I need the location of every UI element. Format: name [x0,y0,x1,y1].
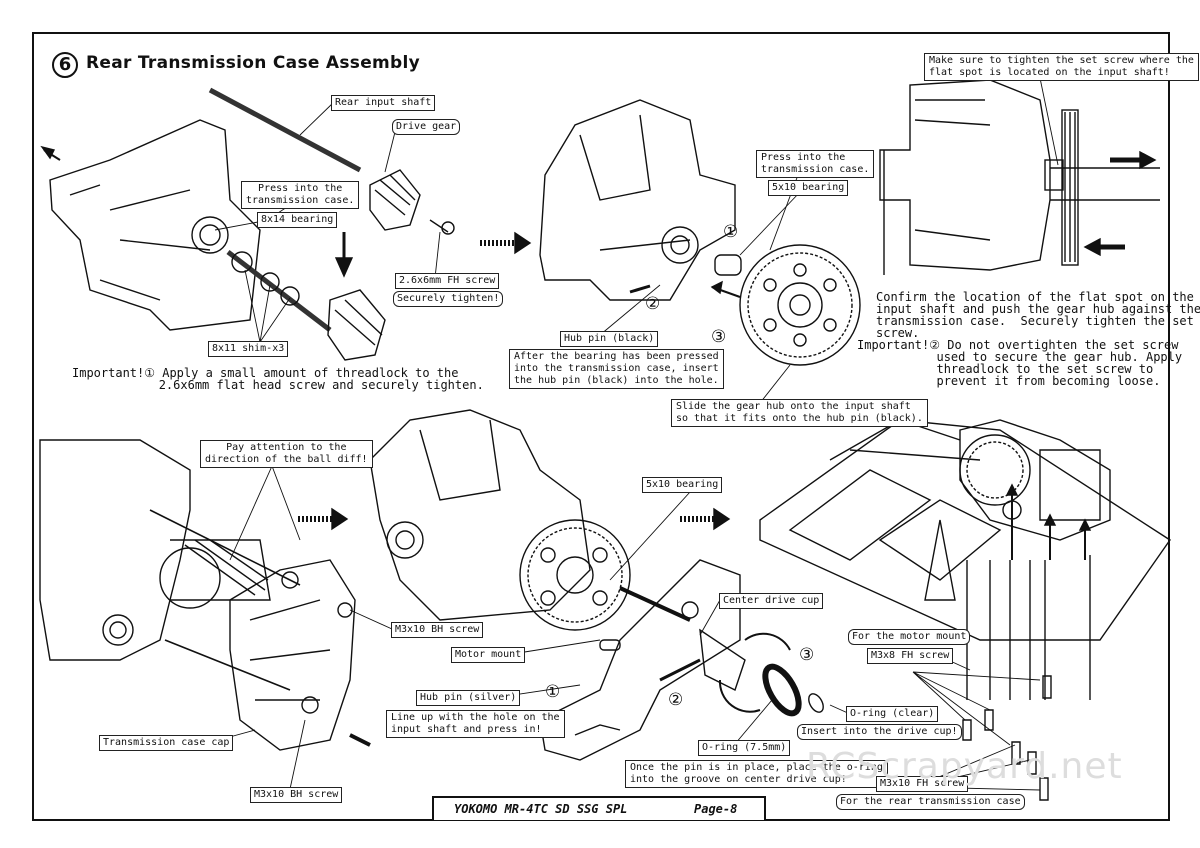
confirm-note: Confirm the location of the flat spot on… [876,290,1200,340]
flow-arrow-1 [480,231,532,255]
bearing-5x10-label-a: 5x10 bearing [768,180,849,196]
transmission-case-drawing-2 [539,99,861,366]
marker-3-top: ③ [711,327,727,347]
m3x10-fh-screw-label: M3x10 FH screw [876,776,969,792]
m3x10-bh-screw-label-1: M3x10 BH screw [391,622,484,638]
page-footer: YOKOMO MR-4TC SD SSG SPL Page-8 [432,796,766,820]
motor-mount-label: Motor mount [451,647,526,663]
footer-model: YOKOMO MR-4TC SD SSG SPL [454,802,628,816]
m3x8-fh-screw-label: M3x8 FH screw [867,648,954,664]
oring-clear-label: O-ring (clear) [846,706,939,722]
important-note-2: Important!② Do not overtighten the set s… [857,338,1183,388]
ball-diff-assembly-drawing [39,439,371,751]
marker-1-bottom: ① [545,682,561,702]
make-sure-label: Make sure to tighten the set screw where… [924,53,1199,81]
center-drive-cup-label: Center drive cup [719,593,824,609]
drive-gear-label: Drive gear [392,119,461,135]
oring-75-label: O-ring (7.5mm) [698,740,791,756]
watermark: RCScrapyard.net [806,746,1123,787]
step-title: Rear Transmission Case Assembly [86,53,421,73]
leader-lines [214,77,1059,791]
press-into-label-1: Press into the transmission case. [241,181,360,209]
bearing-8x14-label: 8x14 bearing [257,212,338,228]
insert-drive-cup-label: Insert into the drive cup! [797,724,962,740]
marker-1-top: ① [723,222,739,242]
transmission-case-drawing-1 [40,87,455,361]
motor-mount-assembly-drawing [369,409,824,761]
footer-page: Page-8 [694,802,738,816]
fh-screw-26x6-label: 2.6x6mm FH screw [395,273,500,289]
marker-2-top: ② [645,294,661,314]
once-pin-label: Once the pin is in place, place the o-ri… [625,760,888,788]
for-motor-mount-label: For the motor mount [848,629,971,645]
hub-pin-black-label: Hub pin (black) [560,331,659,347]
bearing-5x10-label-b: 5x10 bearing [642,477,723,493]
shim-8x11-label: 8x11 shim-x3 [208,341,289,357]
flow-arrow-2 [298,507,349,531]
chassis-installation-drawing [759,419,1171,801]
step-number-badge: 6 [52,52,78,78]
important-note-1: Important!① Apply a small amount of thre… [72,366,484,392]
hub-pin-silver-label: Hub pin (silver) [416,690,521,706]
slide-gear-hub-label: Slide the gear hub onto the input shaft … [671,399,928,427]
after-bearing-label: After the bearing has been pressed into … [509,349,724,389]
flow-arrow-3 [680,507,731,531]
m3x10-bh-screw-label-2: M3x10 BH screw [250,787,343,803]
pay-attention-label: Pay attention to the direction of the ba… [200,440,373,468]
line-up-label: Line up with the hole on the input shaft… [386,710,565,738]
marker-3-bottom: ③ [799,645,815,665]
transmission-case-cap-label: Transmission case cap [99,735,234,751]
for-rear-case-label: For the rear transmission case [836,794,1025,810]
rear-input-shaft-label: Rear input shaft [331,95,436,111]
press-into-label-2: Press into the transmission case. [756,150,875,178]
marker-2-bottom: ② [668,690,684,710]
securely-tighten-label: Securely tighten! [393,291,504,307]
page-frame [32,32,1170,821]
gear-hub-closeup-drawing [879,79,1160,275]
